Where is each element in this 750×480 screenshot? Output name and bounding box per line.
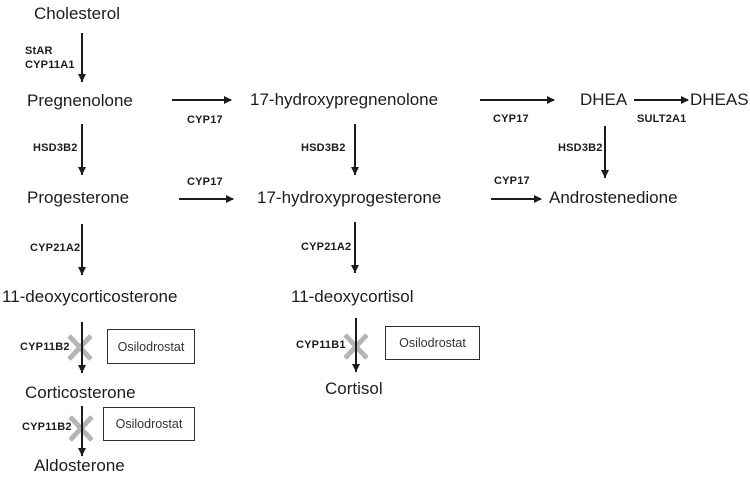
- enzyme-label-cyp17-hydroxyprogesterone: CYP17: [494, 175, 530, 187]
- enzyme-label-hsd3b2-right: HSD3B2: [558, 142, 603, 154]
- arrow-hydroxypregnenolone-to-dhea: [480, 99, 554, 101]
- arrow-dhea-to-dheas: [634, 99, 688, 101]
- inhibition-cross-cyp11b2-upper-icon: [66, 333, 94, 361]
- node-17-hydroxypregnenolone: 17-hydroxypregnenolone: [250, 90, 439, 109]
- enzyme-label-cyp11b1: CYP11B1: [296, 339, 346, 351]
- enzyme-label-cyp21a2-middle: CYP21A2: [301, 241, 352, 253]
- node-11-deoxycorticosterone: 11-deoxycorticosterone: [2, 287, 178, 306]
- node-aldosterone: Aldosterone: [34, 456, 125, 475]
- osilodrostat-label: Osilodrostat: [115, 417, 183, 431]
- enzyme-label-cyp21a2-left: CYP21A2: [30, 242, 81, 254]
- enzyme-label-hsd3b2-middle: HSD3B2: [301, 142, 346, 154]
- node-progesterone: Progesterone: [27, 188, 130, 207]
- node-dheas: DHEAS: [690, 90, 749, 109]
- enzyme-label-sult2a1: SULT2A1: [637, 113, 687, 125]
- node-cholesterol: Cholesterol: [34, 4, 120, 23]
- enzyme-label-hsd3b2-left: HSD3B2: [33, 142, 78, 154]
- arrow-pregnenolone-to-hydroxypregnenolone: [172, 99, 231, 101]
- arrow-deoxycortisol-to-cortisol: [355, 318, 357, 372]
- node-11-deoxycortisol: 11-deoxycortisol: [291, 287, 414, 306]
- enzyme-label-cyp17-pregnenolone: CYP17: [187, 114, 223, 126]
- osilodrostat-label: Osilodrostat: [117, 339, 185, 354]
- node-cortisol: Cortisol: [325, 379, 383, 398]
- arrow-pregnenolone-to-progesterone: [81, 124, 83, 175]
- node-pregnenolone: Pregnenolone: [27, 91, 133, 110]
- arrow-dhea-to-androstenedione: [604, 126, 606, 178]
- arrow-progesterone-to-deoxycorticosterone: [81, 224, 83, 275]
- arrow-progesterone-to-hydroxyprogesterone: [179, 198, 233, 200]
- enzyme-label-cyp17-hydroxypregnenolone: CYP17: [493, 113, 529, 125]
- osilodrostat-box-cyp11b2-lower: Osilodrostat: [103, 407, 195, 441]
- osilodrostat-box-cyp11b2-upper: Osilodrostat: [107, 329, 195, 364]
- arrow-deoxycorticosterone-to-corticosterone: [81, 322, 83, 373]
- osilodrostat-box-cyp11b1: Osilodrostat: [385, 326, 480, 360]
- enzyme-label-star: StAR: [25, 45, 53, 57]
- node-corticosterone: Corticosterone: [25, 383, 136, 402]
- node-dhea: DHEA: [580, 90, 628, 109]
- enzyme-label-cyp17-progesterone: CYP17: [187, 176, 223, 188]
- arrow-hydroxyprogesterone-to-androstenedione: [491, 198, 541, 200]
- enzyme-label-cyp11a1: CYP11A1: [25, 59, 75, 71]
- arrow-cholesterol-to-pregnenolone: [81, 33, 83, 82]
- arrow-hydroxyprogesterone-to-deoxycortisol: [354, 222, 356, 273]
- node-androstenedione: Androstenedione: [549, 188, 678, 207]
- node-17-hydroxyprogesterone: 17-hydroxyprogesterone: [257, 188, 442, 207]
- arrow-hydroxypregnenolone-to-hydroxyprogesterone: [354, 124, 356, 175]
- enzyme-label-cyp11b2-lower: CYP11B2: [22, 421, 72, 433]
- osilodrostat-label: Osilodrostat: [399, 336, 466, 350]
- enzyme-label-cyp11b2-upper: CYP11B2: [20, 341, 70, 353]
- arrow-corticosterone-to-aldosterone: [81, 406, 83, 456]
